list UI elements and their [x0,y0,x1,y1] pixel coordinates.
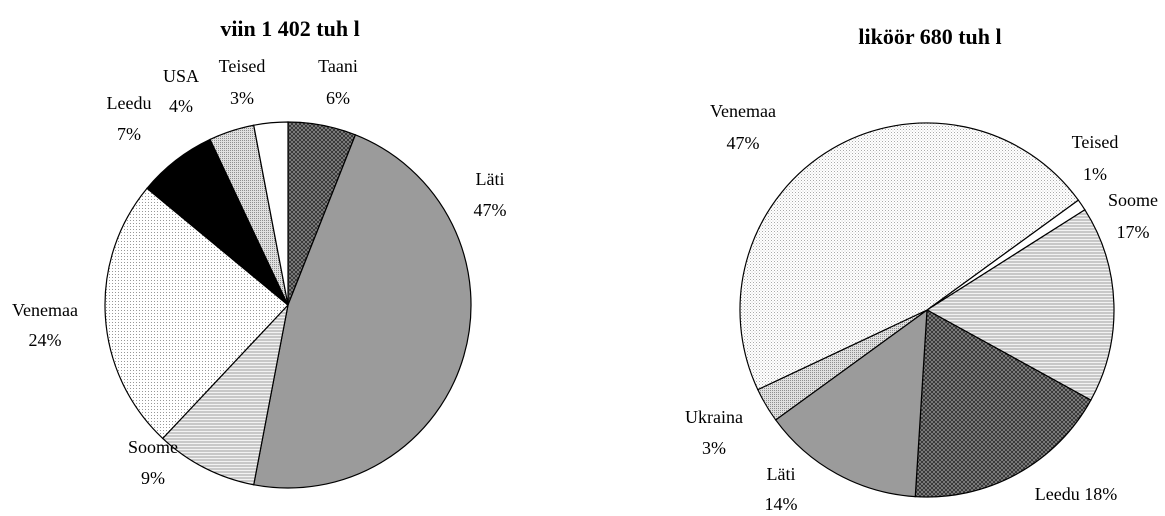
slice-value-label: 17% [1117,222,1150,242]
slice-labels: Taani 6% Läti 47% Soome 9% Venemaa 24% Leedu 7% US… [12,56,1158,514]
pie-slice-leedu [914,309,1092,498]
pie-slice-venemaa [104,187,289,440]
slice-name-label: Soome [1108,190,1158,210]
slice-name-label: Leedu [107,93,152,113]
slice-value-label: 14% [765,494,798,514]
pie-slice-soome [161,303,289,486]
slice-value-label: 3% [230,88,254,108]
slice-value-label: 3% [702,438,726,458]
slice-name-label: Venemaa [710,101,776,121]
pie-slice-läti [253,134,472,489]
pie-likoor [739,122,1115,498]
slice-value-label: 9% [141,468,165,488]
pie-slice-teised [253,121,289,306]
slice-name-label: Teised [219,56,266,76]
slice-name-label: Soome [128,437,178,457]
slice-value-label: 4% [169,96,193,116]
slice-name-label: Venemaa [12,300,78,320]
slice-name-label: Läti [476,169,505,189]
slice-value-label: 7% [117,124,141,144]
slice-value-label: 47% [727,133,760,153]
slice-value-label: 6% [326,88,350,108]
chart-title-viin: viin 1 402 tuh l [220,16,359,41]
pie-slice-läti [774,308,928,498]
slice-value-label: Leedu 18% [1035,484,1117,504]
slice-name-label: Läti [767,464,796,484]
pie-slice-soome [925,208,1115,401]
slice-name-label: Taani [318,56,358,76]
slice-value-label: 1% [1083,164,1107,184]
chart-title-likoor: liköör 680 tuh l [858,24,1001,49]
slice-value-label: 47% [474,200,507,220]
slice-name-label: Teised [1072,132,1119,152]
slice-name-label: Ukraina [685,407,743,427]
pie-slice-venemaa [739,122,1080,391]
pie-viin [104,121,472,489]
slice-value-label: 24% [29,330,62,350]
slice-name-label: USA [163,66,199,86]
